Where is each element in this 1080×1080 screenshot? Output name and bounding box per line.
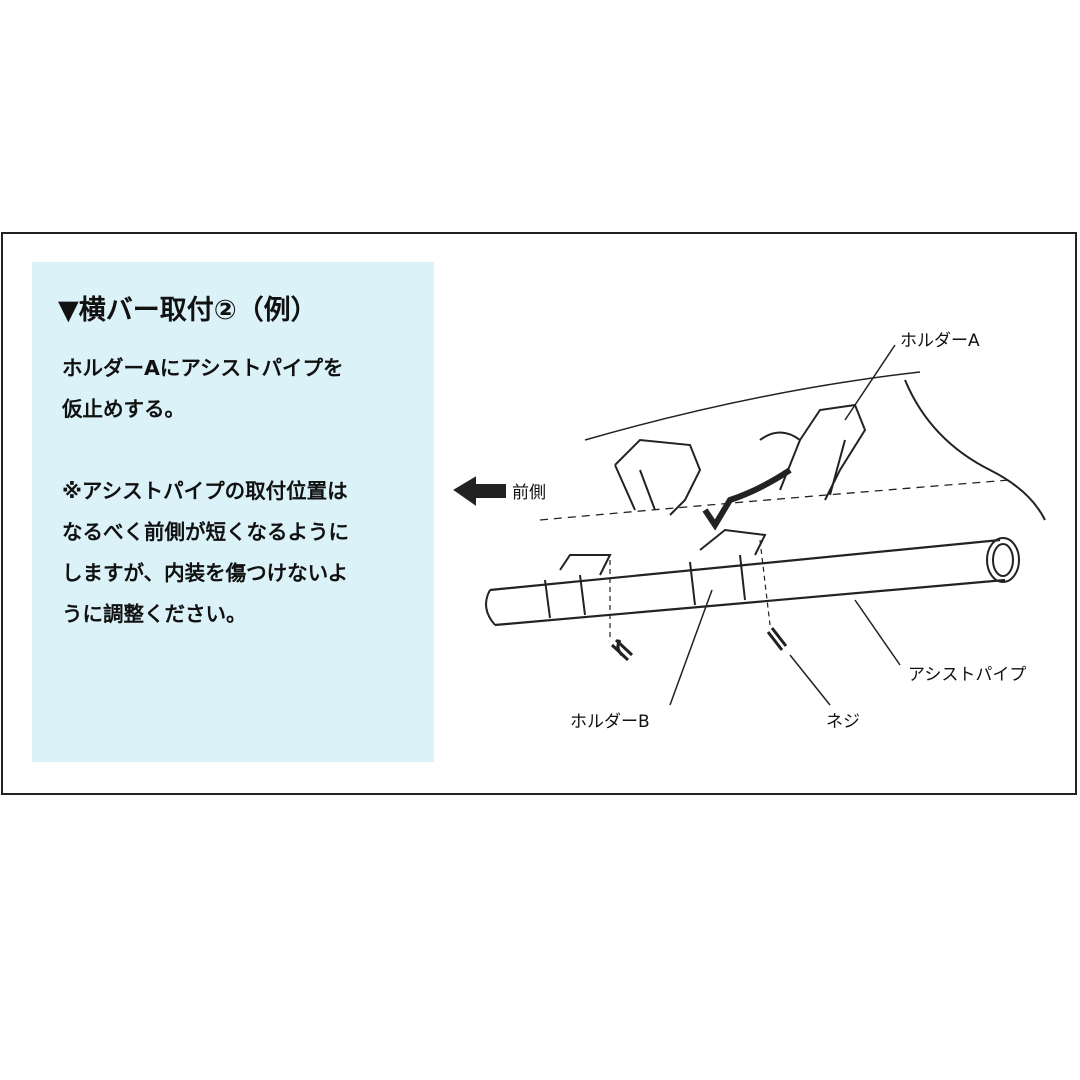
note-line: うに調整ください。 xyxy=(62,602,247,626)
label-assist-pipe: アシストパイプ xyxy=(908,665,1027,685)
holder-a-front xyxy=(614,438,702,516)
note-line: なるべく前側が短くなるように xyxy=(62,520,349,544)
assist-pipe xyxy=(489,538,1006,627)
diagram-frame xyxy=(1,232,1077,795)
holder-a-rear xyxy=(759,403,867,501)
label-holder-a: ホルダーA xyxy=(900,331,980,351)
step-title: ▼横バー取付②（例） xyxy=(58,295,318,326)
instruction-line: 仮止めする。 xyxy=(62,397,185,421)
holder-b-clamp xyxy=(544,554,612,619)
screw-icon xyxy=(610,638,634,662)
note-line: ※アシストパイプの取付位置は xyxy=(62,479,348,503)
instruction-panel xyxy=(32,262,434,762)
label-front: 前側 xyxy=(512,483,546,503)
note-line: しますが、内装を傷つけないよ xyxy=(62,561,349,585)
front-arrow-icon xyxy=(453,476,506,506)
label-screw: ネジ xyxy=(826,712,860,732)
instruction-text: ホルダーAにアシストパイプを 仮止めする。 ※アシストパイプの取付位置は なるべ… xyxy=(62,348,422,635)
label-holder-b: ホルダーB xyxy=(570,712,650,732)
screw-icon xyxy=(766,627,788,651)
instruction-line: ホルダーAにアシストパイプを xyxy=(62,356,344,380)
